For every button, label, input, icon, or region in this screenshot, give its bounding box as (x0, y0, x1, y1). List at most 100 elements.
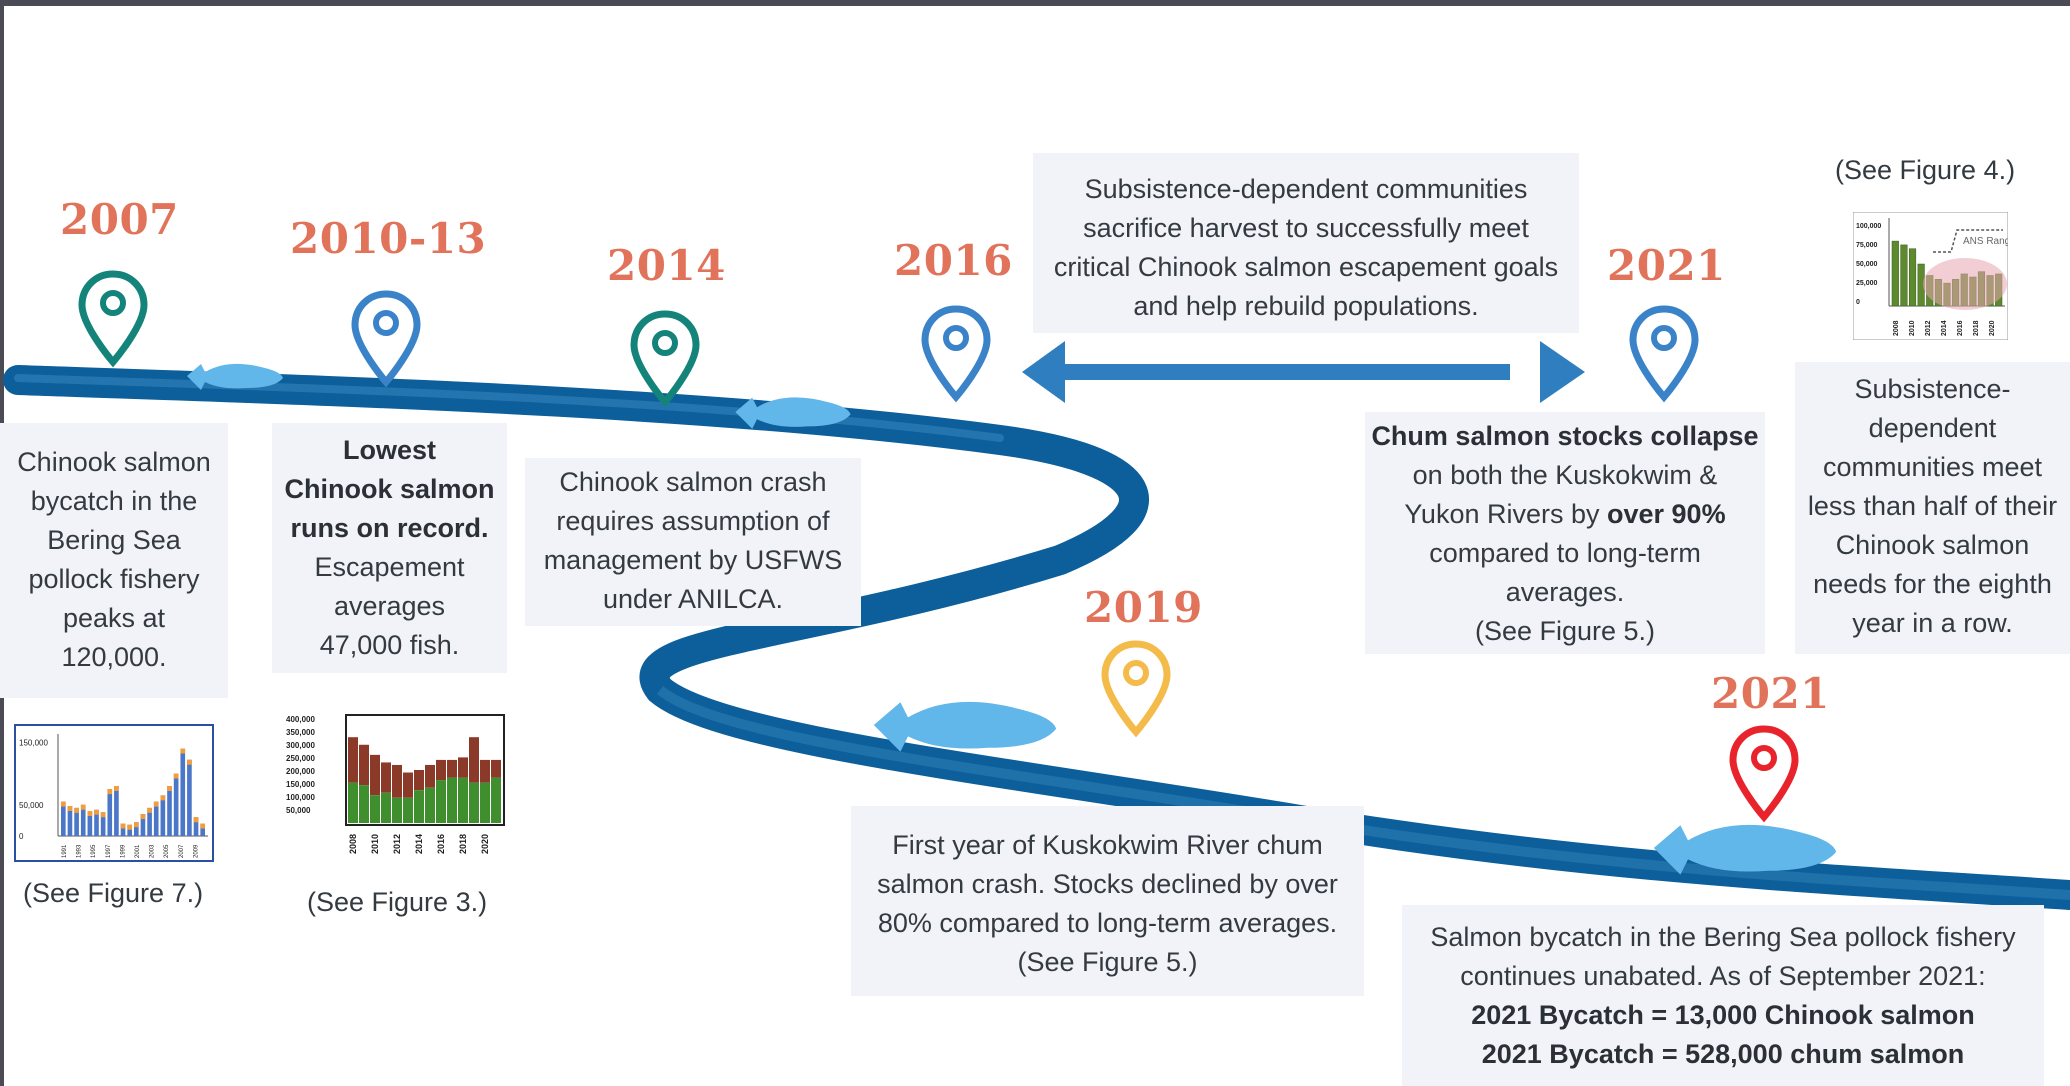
text-line: averages (333, 591, 446, 621)
figure-7-bar-cap (180, 748, 186, 754)
figure-4-bar (1908, 248, 1917, 307)
figure-3-bar-upper (403, 772, 413, 798)
figure-7-bar-cap (173, 773, 179, 779)
text-line: and help rebuild populations. (1133, 291, 1479, 321)
figure-3-bar-lower (414, 790, 424, 823)
event-box-2016: Subsistence-dependent communities sacrif… (1033, 153, 1579, 333)
figure-7-bar (120, 823, 126, 836)
figure-7-bar-cap (167, 786, 172, 791)
figure-7-bar-cap (147, 807, 152, 813)
bold-line: Chum salmon stocks collapse (1371, 421, 1759, 451)
river-highlight (14, 374, 1004, 442)
event-box-2007: Chinook salmon bycatch in the Bering Sea… (0, 423, 228, 698)
figure-3-thumbnail: 400,000350,000300,000250,000200,000150,0… (284, 712, 508, 857)
figure-4-y-tick: 0 (1856, 299, 1860, 306)
text-line: First year of Kuskokwim River chum (892, 830, 1323, 860)
figure-4-x-tick: 2012 (1925, 320, 1932, 336)
figure-7-bar (180, 748, 186, 836)
text-line: year in a row. (1852, 608, 2013, 638)
figure-3-y-tick: 400,000 (286, 715, 315, 724)
figure-7-bar-cap (61, 801, 66, 807)
figure-7-x-tick: 2009 (193, 844, 199, 858)
figure-3-bar-lower (359, 785, 369, 823)
text-line: requires assumption of (556, 506, 830, 536)
text-line: continues unabated. As of September 2021… (1460, 961, 1986, 991)
bold-line: Lowest (342, 435, 436, 465)
year-label-2021-bycatch: 2021 (1711, 669, 1830, 718)
text-line: Chinook salmon crash (559, 467, 827, 497)
text-line: communities meet (1822, 452, 2043, 482)
figure-7-bar-cap (87, 811, 93, 816)
figure-7-x-tick: 2001 (135, 844, 141, 858)
ans-range-highlight (1923, 258, 2007, 310)
text-line: averages. (1505, 577, 1625, 607)
figure-3-bar-upper (469, 737, 479, 783)
figure-7-bar (74, 807, 79, 836)
figure-3-bar-lower (381, 792, 391, 823)
event-box-2021-chum: Chum salmon stocks collapse on both the … (1365, 412, 1765, 654)
figure-7-bar (107, 789, 113, 836)
text-line: salmon crash. Stocks declined by over (877, 869, 1338, 899)
figure-3-bar-lower (348, 782, 358, 823)
map-pin-icon (1629, 305, 1699, 403)
figure-3-x-tick: 2010 (370, 834, 380, 854)
figure-3-bar-upper (359, 744, 369, 786)
figure-7-bar (100, 812, 106, 836)
figure-7-x-tick: 1997 (106, 844, 112, 858)
figure-7-bar-cap (74, 807, 79, 813)
map-pin-icon (78, 270, 148, 368)
figure-3-bar-upper (491, 759, 501, 778)
figure-3-y-tick: 300,000 (286, 741, 315, 750)
text-line: pollock fishery (28, 564, 200, 594)
year-label-2010-13: 2010-13 (290, 214, 487, 263)
figure-3-bar-upper (414, 770, 424, 791)
salmon-fish-icon (187, 363, 283, 390)
figure-7-bar-cap (153, 801, 159, 807)
year-label-2007: 2007 (60, 195, 179, 244)
text-line: sacrifice harvest to successfully meet (1083, 213, 1529, 243)
figure-7-x-tick: 2007 (179, 844, 185, 858)
figure-7-bar (80, 804, 86, 836)
figure-3-bar-lower (447, 777, 457, 823)
figure-7-x-tick: 2005 (164, 844, 170, 858)
figure-7-bar (127, 824, 132, 836)
figure-3-bar-upper (370, 754, 380, 796)
figure-3-bar-lower (458, 777, 468, 823)
figure-3-y-tick: 100,000 (286, 793, 315, 802)
text-line: Escapement (314, 552, 465, 582)
figure-3-bar-upper (447, 759, 457, 778)
figure-3-bar-upper (480, 759, 490, 783)
figure-7-bar-cap (140, 814, 146, 820)
figure-7-bar-cap (94, 809, 99, 815)
figure-7-x-tick: 1991 (62, 844, 68, 858)
map-pin-icon (1101, 640, 1171, 738)
text-line: Chinook salmon (17, 447, 211, 477)
figure-4-y-tick: 75,000 (1856, 242, 1878, 249)
figure-4-x-tick: 2010 (1909, 320, 1916, 336)
event-box-2019: First year of Kuskokwim River chum salmo… (851, 806, 1364, 996)
figure-3-x-tick: 2012 (392, 834, 402, 854)
figure-7-bar (67, 806, 73, 836)
figure-7-caption: (See Figure 7.) (23, 878, 204, 908)
figure-7-bar (153, 801, 159, 836)
year-label-2019: 2019 (1084, 583, 1203, 632)
text-line: Bering Sea (47, 525, 181, 555)
text-line: 120,000. (61, 642, 167, 672)
ans-range-legend: ANS Range (1963, 236, 2008, 247)
text-line: Chinook salmon (1835, 530, 2030, 560)
figure-7-x-tick: 1995 (91, 844, 97, 858)
figure-3-x-tick: 2018 (458, 834, 468, 854)
text-line: bycatch in the (30, 486, 198, 516)
figure-7-bar (160, 795, 166, 836)
figure-3-bar-upper (436, 759, 446, 781)
figure-3-caption: (See Figure 3.) (307, 887, 488, 917)
figure-3-x-tick: 2008 (348, 834, 358, 854)
figure-3-bar-lower (403, 797, 413, 823)
figure-7-bar-cap (127, 824, 132, 830)
figure-3-y-tick: 150,000 (286, 780, 315, 789)
figure-3-bar-lower (425, 787, 435, 823)
event-box-2014: Chinook salmon crash requires assumption… (525, 458, 861, 626)
bold-span: over 90% (1607, 499, 1726, 529)
